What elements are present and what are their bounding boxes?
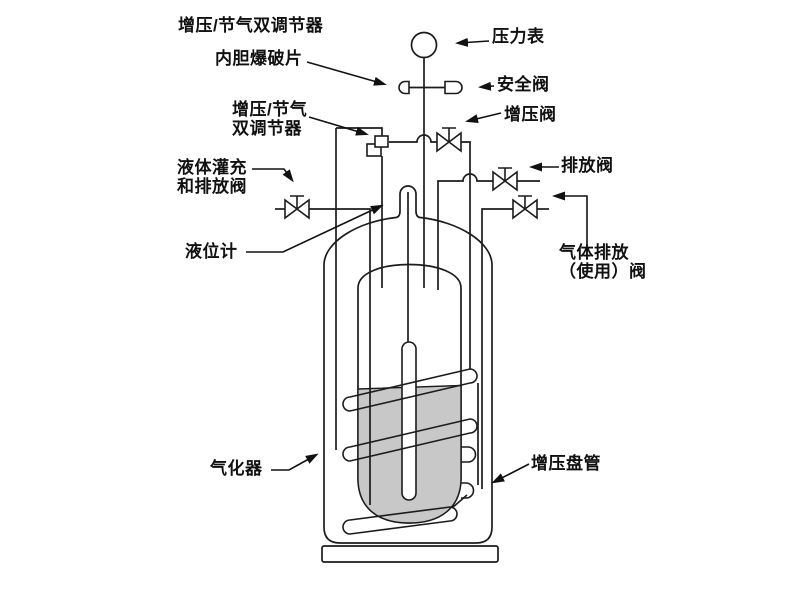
gas-use-valve-symbol [512,195,538,220]
fill-valve-arrow [252,168,294,183]
base-plate [321,545,499,563]
label-gas-use-valve: 气体排放 （使用）阀 [559,243,647,281]
outer-shell [323,185,493,544]
burst-disc-symbol [398,80,410,95]
label-pressure-gauge: 压力表 [492,27,545,46]
coil-arrow [491,463,530,484]
label-safety-valve: 安全阀 [497,75,550,94]
label-level-gauge: 液位计 [185,242,238,261]
pressure-gauge-arrow [455,37,490,47]
piping [275,57,549,505]
level-gauge-arrow [246,204,384,253]
label-dual-regulator-top: 增压/节气双调节器 [178,16,324,35]
regulator-symbol [366,135,389,157]
fill-drain-valve-symbol [284,195,310,220]
vaporizer-arrow [271,453,319,471]
burst-disc-arrow [306,61,387,86]
label-pressurizing-coil: 增压盘管 [531,454,601,473]
safety-valve-symbol [444,80,463,95]
vent-valve-symbol [492,167,518,192]
label-dual-regulator: 增压/节气 双调节器 [232,100,308,138]
level-dip-tube [401,341,417,501]
pressure-building-coil [342,368,478,535]
gas-use-valve-arrow [552,191,588,243]
regulator-arrow [308,116,369,136]
pressure-gauge-symbol [410,31,438,59]
label-vent-valve: 排放阀 [561,156,614,175]
pressurizing-valve-arrow [465,112,502,124]
label-fill-drain-valve: 液体灌充 和排放阀 [177,158,247,196]
label-vaporizer: 气化器 [210,459,263,478]
label-inner-burst-disc: 内胆爆破片 [215,49,303,68]
pressurizing-valve-symbol [436,127,462,153]
label-pressurizing-valve: 增压阀 [504,105,557,124]
safety-valve-arrow [478,81,495,91]
label-arrows [246,37,588,484]
